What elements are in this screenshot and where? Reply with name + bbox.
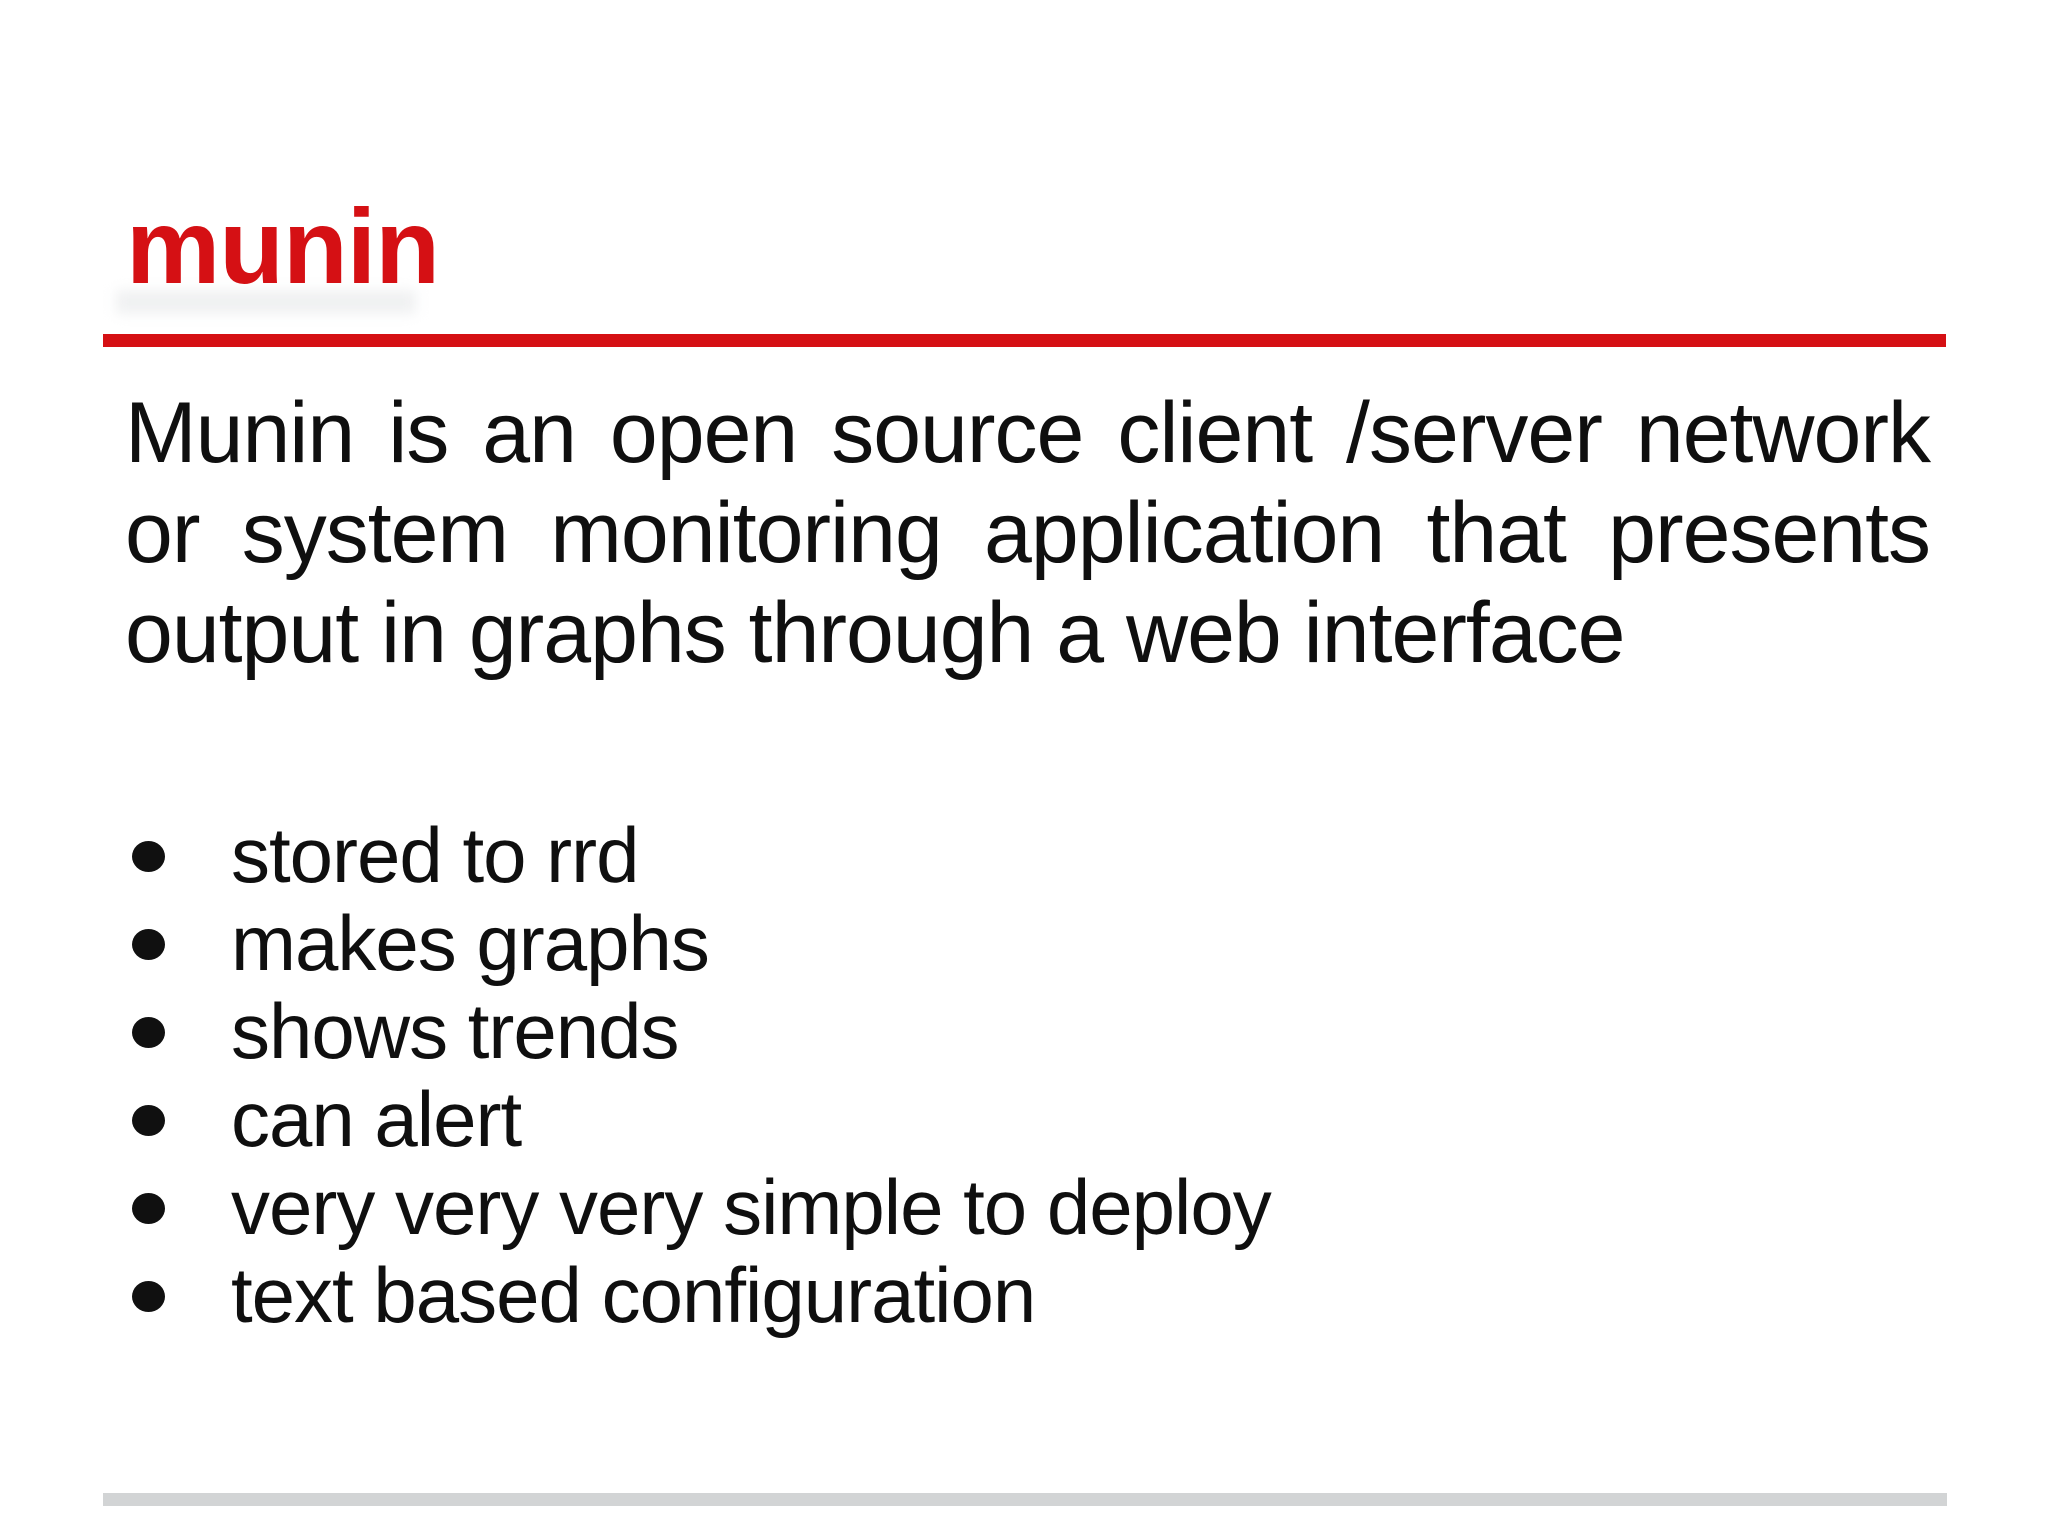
intro-paragraph: Munin is an open source client /server n… <box>125 383 1931 683</box>
paragraph-line-2: or system monitoring application that pr… <box>125 485 1931 581</box>
title-shadow-artifact <box>116 290 416 314</box>
bullet-item: makes graphs <box>125 899 1925 987</box>
bullet-label: stored to rrd <box>231 811 640 899</box>
bullet-label: shows trends <box>231 987 680 1075</box>
bullet-item: very very very simple to deploy <box>125 1163 1925 1251</box>
bullet-item: shows trends <box>125 987 1925 1075</box>
bullet-icon <box>132 1281 165 1312</box>
bullet-label: can alert <box>231 1075 522 1163</box>
paragraph-line-1: Munin is an open source client /server n… <box>125 385 1931 481</box>
bullet-item: can alert <box>125 1075 1925 1163</box>
bullet-icon <box>132 841 165 872</box>
bullet-item: text based configuration <box>125 1251 1925 1339</box>
feature-bullet-list: stored to rrd makes graphs shows trends … <box>125 811 1925 1339</box>
title-underline-rule <box>103 334 1946 347</box>
bullet-label: makes graphs <box>231 899 710 987</box>
paragraph-line-3: output in graphs through a web interface <box>125 585 1625 681</box>
bullet-label: text based configuration <box>231 1251 1036 1339</box>
footer-rule <box>103 1493 1947 1506</box>
bullet-icon <box>132 929 165 960</box>
bullet-label: very very very simple to deploy <box>231 1163 1272 1251</box>
bullet-item: stored to rrd <box>125 811 1925 899</box>
bullet-icon <box>132 1193 165 1224</box>
slide-title: munin <box>126 188 440 306</box>
bullet-icon <box>132 1105 165 1136</box>
bullet-icon <box>132 1017 165 1048</box>
